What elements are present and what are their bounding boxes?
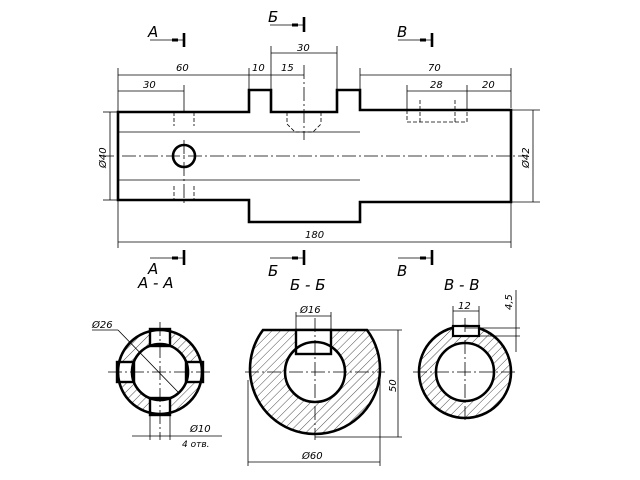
section-mark-a-bottom: А [147, 260, 158, 278]
dim-dia42: Ø42 [520, 147, 532, 169]
section-bb-title: Б - Б [290, 276, 326, 294]
dim-15: 15 [281, 63, 294, 74]
section-vv-title: В - В [444, 276, 480, 294]
holes-note: 4 отв. [182, 440, 210, 450]
section-vv: В - В 12 4,5 [413, 276, 520, 422]
dim-12: 12 [458, 301, 471, 312]
dim-10: 10 [252, 63, 265, 74]
section-aa: А - А Ø26 Ø10 4 отв. [91, 274, 222, 450]
dim-dia40: Ø40 [97, 147, 109, 169]
dim-dia10: Ø10 [189, 423, 211, 435]
section-mark-a-top: А [147, 23, 158, 41]
dim-30-slot: 30 [297, 43, 310, 54]
section-mark-b-bottom: Б [268, 262, 278, 280]
dim-28: 28 [430, 80, 443, 91]
shaft-outline [116, 88, 513, 224]
section-markers: А Б В А Б В [147, 8, 434, 280]
dim-dia60: Ø60 [301, 450, 323, 462]
section-mark-v-top: В [397, 23, 407, 41]
dim-70: 70 [428, 63, 441, 74]
section-mark-b-top: Б [268, 8, 278, 26]
shaft-main-view [100, 65, 528, 224]
section-aa-title: А - А [137, 274, 173, 292]
main-dimensions: 60 30 10 15 30 70 28 20 180 Ø40 Ø42 [97, 43, 540, 248]
dim-dia26: Ø26 [91, 319, 113, 331]
dim-20: 20 [482, 80, 495, 91]
dim-180: 180 [305, 230, 324, 241]
dim-50: 50 [388, 379, 399, 392]
dim-4-5: 4,5 [504, 294, 515, 310]
section-mark-v-bottom: В [397, 262, 407, 280]
dim-dia16: Ø16 [299, 304, 321, 316]
dim-30-left: 30 [143, 80, 156, 91]
dim-60: 60 [176, 63, 189, 74]
section-bb: Б - Б Ø16 50 Ø60 [245, 276, 402, 466]
